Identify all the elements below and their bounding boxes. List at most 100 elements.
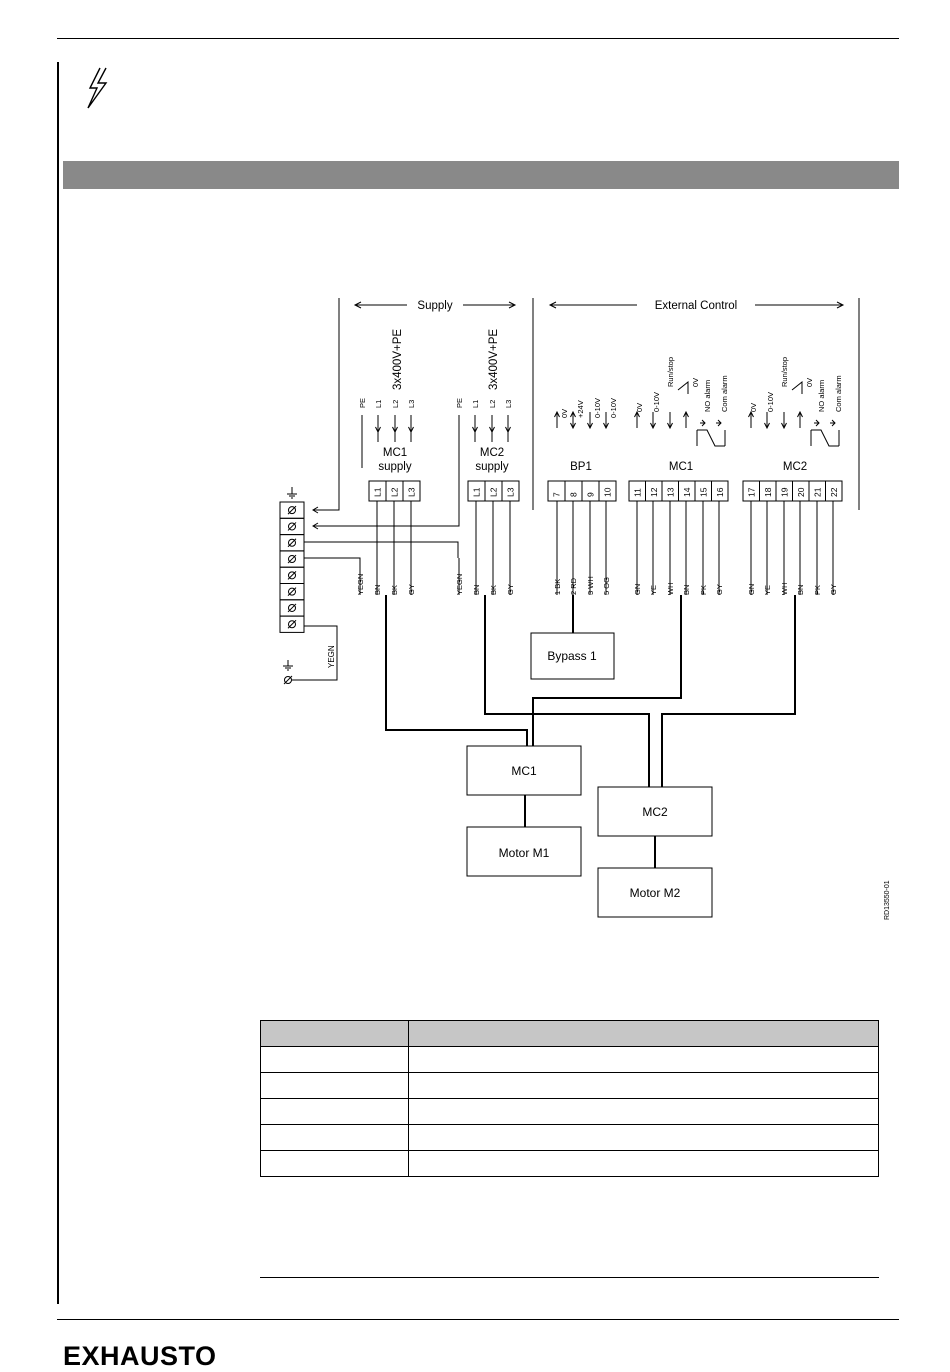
mc2-supply-terminal: L2 (489, 487, 499, 497)
screw-icon (287, 570, 297, 580)
pe-arrow-icon (312, 506, 319, 514)
bp1-terminal: 9 (586, 492, 596, 497)
bypass-box-label: Bypass 1 (547, 649, 597, 663)
bypass-box (530, 632, 615, 680)
mc2-supply-label-sub: supply (475, 461, 508, 473)
mc1-control-terminal: 13 (665, 487, 675, 497)
mc1-control-signal-label: Run/stop (666, 357, 675, 387)
mc1-box-label: MC1 (511, 764, 537, 778)
ground-symbol-icon (283, 660, 293, 671)
mc1-box (466, 745, 582, 796)
supply-wire-label: YEGN (455, 574, 464, 595)
supply-wire-label: BN (472, 585, 481, 595)
mc1-supply-terminal: L2 (390, 487, 400, 497)
mc1-supply-terminal: L3 (407, 487, 417, 497)
earth-terminal (279, 615, 305, 633)
mc2-supply-terminal: L1 (472, 487, 482, 497)
mc1-supply-terminal: L1 (373, 487, 383, 497)
bp1-terminal: 10 (603, 487, 613, 497)
mc2-supply-label: MC2 (480, 447, 504, 459)
supply-wire-label: BK (390, 585, 399, 595)
mc2-control-wire-label: WH (780, 583, 789, 596)
mc1-control-terminal: 14 (682, 487, 692, 497)
mc1-control-wire-label: PK (699, 585, 708, 595)
mc1-control-wire-label: YE (649, 585, 658, 595)
mc2-control-relay-icon (811, 429, 839, 447)
mc2-control-arrow-icon (831, 419, 836, 427)
mc2-control-signal-label: 0-10V (766, 392, 775, 412)
mc2-supply-cable (484, 595, 650, 787)
mc1-control-wire-label: GN (633, 584, 642, 595)
mc1-control-signal-label: 0V (691, 378, 700, 387)
bp1-signal-label: 0V (560, 409, 569, 418)
ground-wire-label: YEGN (327, 645, 336, 668)
screw-icon (284, 676, 292, 684)
mc1-control-relay-icon (697, 429, 725, 447)
bp1-arrow-icon (603, 422, 609, 430)
bp1-arrow-icon (570, 410, 576, 418)
screw-icon (287, 587, 297, 597)
screw-icon (287, 619, 297, 629)
info-table (260, 1020, 879, 1177)
mc2-control-arrow-icon (764, 422, 770, 430)
mc1-control-signal-label: 0-10V (652, 392, 661, 412)
screw-icon (283, 675, 293, 685)
screw-icon (288, 620, 296, 629)
pe-connection (313, 495, 340, 511)
bp1-arrow-icon (570, 422, 576, 430)
mc2-supply-terminal: L3 (506, 487, 516, 497)
mc1-control-arrow-icon (717, 419, 722, 427)
mc2-control-arrow-icon (815, 419, 820, 427)
bp1-wire-label: 3 WH (586, 576, 595, 595)
screw-icon (288, 506, 296, 515)
mc1-control-terminal: 16 (715, 487, 725, 497)
mc1-control-wire-label: BN (682, 585, 691, 595)
top-rule (57, 38, 899, 39)
mc2-control-signal-label: 0V (749, 403, 758, 412)
motor-m2-box (597, 867, 713, 918)
mc1-control-arrow-icon (634, 410, 640, 418)
mc2-control-wire-label: BN (796, 585, 805, 595)
mc1-control-terminal: 12 (649, 487, 659, 497)
table-row (260, 1124, 879, 1151)
mc1-control-arrow-icon (701, 419, 706, 427)
mc2-control-signal-label: 0V (805, 378, 814, 387)
bp1-signal-label: +24V (576, 400, 585, 418)
supply-wire-label: GY (407, 584, 416, 595)
bp1-wire-label: 5 OG (602, 577, 611, 595)
screw-icon (288, 555, 296, 564)
screw-icon (287, 554, 297, 564)
mc1-supply-label: MC1 (383, 447, 407, 459)
mc1-supply-cable (385, 595, 528, 746)
ground-symbol-icon (287, 487, 297, 499)
ground-wire (291, 625, 338, 681)
mc1-control-arrow-icon (667, 422, 673, 430)
mc2-control-cable (661, 595, 796, 787)
yegn-connection (304, 557, 361, 568)
supply-pin-label: L3 (504, 400, 513, 408)
pe-connection (313, 468, 460, 527)
bp1-terminal: 7 (552, 492, 562, 497)
mc1-control-terminal: 11 (632, 488, 642, 497)
supply-pin-label: L3 (407, 400, 416, 408)
table-row (260, 1150, 879, 1177)
supply-pin-label: L2 (391, 400, 400, 408)
mc1-control-switch-icon (677, 380, 689, 394)
mc2-control-terminal: 22 (829, 487, 839, 497)
mc1-supply-label-sub: supply (378, 461, 411, 473)
screw-icon (287, 603, 297, 613)
mc1-control-arrow-icon (650, 422, 656, 430)
screw-icon (288, 571, 296, 580)
mc1-control-terminal: 15 (698, 487, 708, 497)
motor-m1-box-label: Motor M1 (499, 846, 550, 860)
motor-m2-box-label: Motor M2 (630, 886, 681, 900)
supply-pin-label: L1 (471, 400, 480, 408)
mc2-control-arrow-icon (748, 410, 754, 418)
screw-icon (288, 522, 296, 531)
mc2-box-label: MC2 (642, 805, 668, 819)
mc2-control-terminal: 21 (812, 487, 822, 497)
mc2-control-signal-label: NO alarm (817, 380, 826, 412)
supply-wire-label: GY (506, 584, 515, 595)
mc2-control-signal-label: Run/stop (780, 357, 789, 387)
screw-icon (287, 505, 297, 515)
